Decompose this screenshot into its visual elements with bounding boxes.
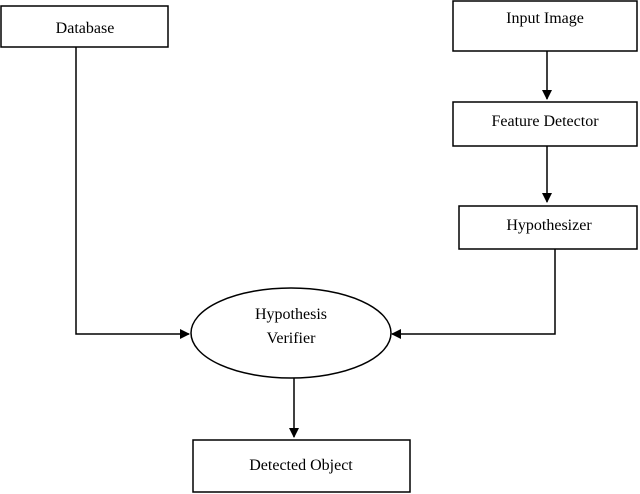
database-label: Database — [56, 20, 115, 37]
detected-object-node: Detected Object — [192, 439, 411, 493]
hypothesis-verifier-node: Hypothesis Verifier — [190, 287, 392, 379]
hypothesizer-label: Hypothesizer — [506, 217, 592, 234]
edge-database-to-verifier — [75, 47, 190, 339]
feature-detector-node: Feature Detector — [452, 101, 638, 147]
hypothesizer-node: Hypothesizer — [458, 205, 638, 250]
input-image-label: Input Image — [506, 10, 584, 27]
hypothesis-verifier-label-line1: Hypothesis — [255, 306, 327, 323]
edges — [75, 47, 556, 438]
hypothesis-verifier-label-line2: Verifier — [267, 330, 317, 347]
input-image-node: Input Image — [452, 0, 638, 52]
detected-object-label: Detected Object — [249, 457, 353, 474]
edge-hypothesizer-to-verifier — [391, 249, 556, 339]
database-node: Database — [0, 5, 169, 48]
feature-detector-label: Feature Detector — [491, 113, 599, 130]
